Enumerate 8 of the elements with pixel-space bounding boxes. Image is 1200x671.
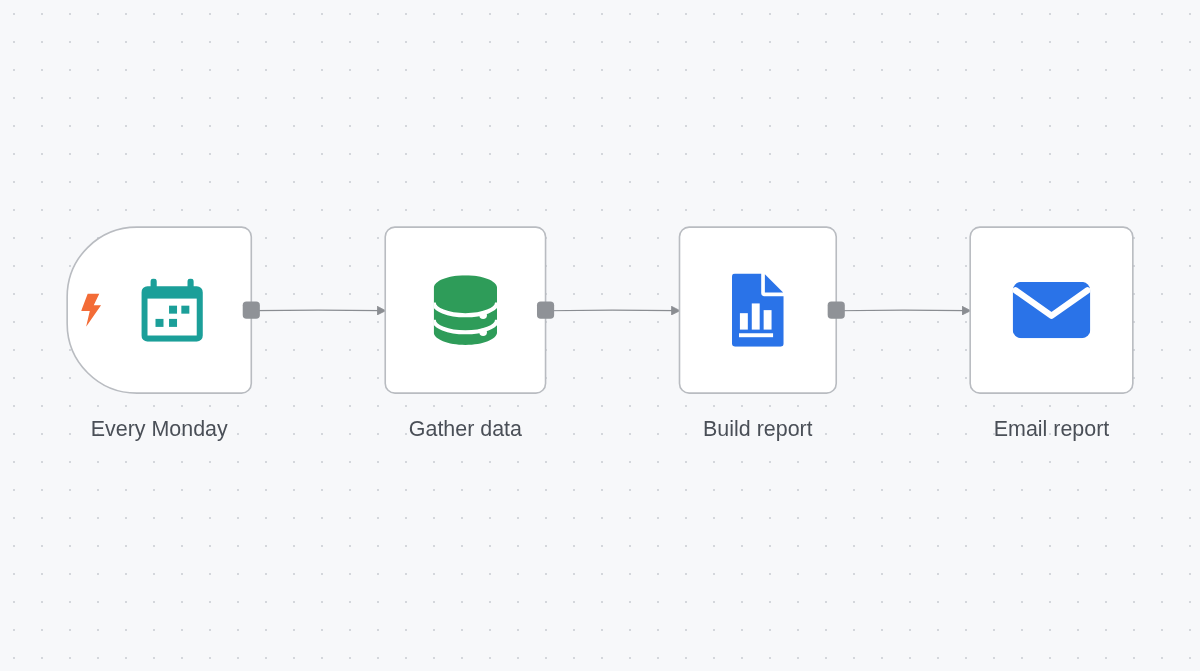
node-box: [969, 226, 1134, 394]
node-box: [384, 226, 547, 394]
node-box: [66, 226, 253, 394]
node-box: [678, 226, 838, 394]
node-label: Email report: [993, 416, 1110, 440]
node-label: Gather data: [408, 416, 522, 440]
node-label: Build report: [703, 416, 813, 440]
node-label: Every Monday: [90, 416, 228, 440]
